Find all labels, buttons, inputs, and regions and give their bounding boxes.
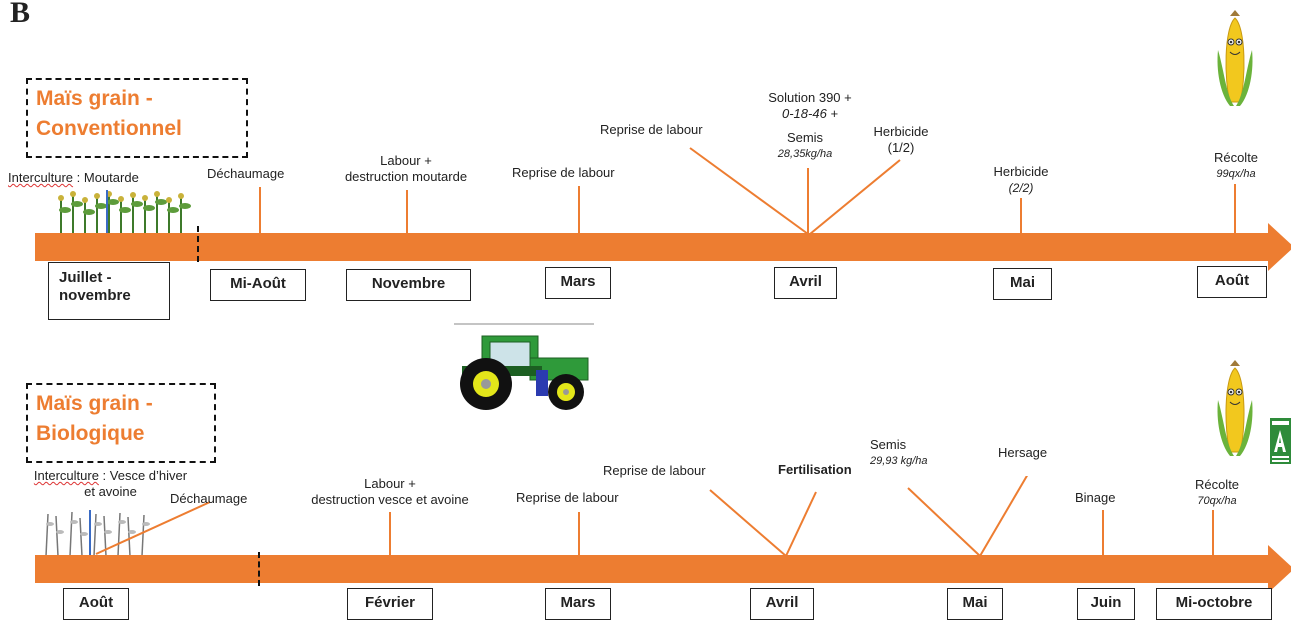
panel-letter: B (10, 0, 31, 29)
tick-binage (1102, 510, 1104, 555)
month-mars: Mars (545, 267, 611, 299)
event-herbicide-2: Herbicide (2/2) (986, 164, 1056, 196)
event-fertilisation: Fertilisation (778, 462, 852, 477)
event-labour: Labour + destruction vesce et avoine (300, 476, 480, 508)
event-solution-line1: Solution 390 + (768, 90, 852, 105)
event-recolte-label: Récolte (1194, 477, 1240, 492)
event-herbicide-1-part: (1/2) (887, 140, 915, 155)
tick-recolte (1234, 184, 1236, 234)
month-mai: Mai (993, 268, 1052, 300)
event-recolte-yield: 70qx/ha (1197, 495, 1237, 507)
organic-title-line1: Maïs grain - (36, 392, 153, 415)
tick-recolte (1212, 510, 1214, 555)
event-labour-line1: Labour + (380, 153, 432, 168)
event-recolte: Récolte 70qx/ha (1190, 477, 1244, 509)
event-recolte-yield: 99qx/ha (1216, 168, 1256, 180)
organic-arrow-bar (35, 555, 1275, 583)
conventional-intercrop-label: Interculture : Moutarde (8, 170, 139, 186)
conventional-arrow-bar (35, 233, 1275, 261)
event-semis: Semis 29,93 kg/ha (870, 437, 960, 469)
month-mi-octobre: Mi-octobre (1156, 588, 1272, 620)
month-novembre-label: novembre (59, 287, 131, 304)
event-semis-label: Semis (870, 437, 907, 452)
month-mars: Mars (545, 588, 611, 620)
event-dechaumage: Déchaumage (170, 491, 248, 506)
month-avril: Avril (774, 267, 837, 299)
tick-dechaumage (259, 187, 261, 234)
month-mai: Mai (947, 588, 1003, 620)
event-semis: Semis 28,35kg/ha (750, 130, 860, 162)
month-fevrier: Février (347, 588, 433, 620)
event-reprise-1: Reprise de labour (512, 165, 615, 180)
event-recolte-label: Récolte (1213, 150, 1259, 165)
event-herbicide-1: Herbicide (1/2) (866, 124, 936, 156)
event-reprise-2: Reprise de labour (600, 122, 703, 137)
month-aout: Août (63, 588, 129, 620)
month-juillet-label: Juillet - (59, 269, 112, 286)
event-labour-line1: Labour + (364, 476, 416, 491)
tick-semis (807, 168, 809, 234)
organic-arrow-head (1268, 545, 1291, 593)
organic-title-box: Maïs grain - Biologique (26, 383, 216, 463)
event-herbicide-1-label: Herbicide (873, 124, 929, 139)
tick-labour (406, 190, 408, 234)
event-herbicide-2-part: (2/2) (1008, 181, 1034, 195)
organic-intercrop-line2: et avoine (84, 484, 137, 499)
corn-mascot-icon (1217, 10, 1253, 106)
month-aout: Août (1197, 266, 1267, 298)
month-juin: Juin (1077, 588, 1135, 620)
event-labour: Labour + destruction moutarde (336, 153, 476, 185)
tick-reprise-1 (578, 186, 580, 234)
mustard-field-icon (58, 190, 191, 234)
organic-intercrop-label: Interculture : Vesce d’hiver et avoine (8, 468, 213, 500)
event-recolte: Récolte 99qx/ha (1206, 150, 1266, 182)
conventional-intercrop-separator (197, 226, 199, 262)
organic-intercrop-separator (258, 552, 260, 586)
month-juillet-novembre: Juillet - novembre (48, 262, 170, 320)
event-reprise-1: Reprise de labour (516, 490, 619, 505)
tick-labour (389, 512, 391, 555)
conventional-title-box: Maïs grain - Conventionnel (26, 78, 248, 158)
organic-intercrop-rest: : Vesce d’hiver (98, 468, 188, 483)
conventional-intercrop-rest: : Moutarde (73, 170, 139, 185)
event-semis-dose: 29,93 kg/ha (870, 455, 928, 467)
organic-title-line2: Biologique (36, 422, 145, 445)
month-mi-aout: Mi-Août (210, 269, 306, 301)
event-dechaumage: Déchaumage (207, 166, 285, 181)
conventional-title-line1: Maïs grain - (36, 87, 153, 110)
event-solution-line2: 0-18-46 + (781, 106, 838, 121)
organic-intercrop-prefix: Interculture (33, 468, 99, 483)
diagonal-ticks (95, 476, 1028, 557)
tick-herbicide-2 (1020, 198, 1022, 234)
event-labour-line2: destruction moutarde (344, 169, 468, 184)
tractor-icon (454, 323, 594, 410)
conventional-title-line2: Conventionnel (36, 117, 182, 140)
event-labour-line2: destruction vesce et avoine (311, 492, 469, 507)
conventional-arrow-head (1268, 223, 1291, 271)
diagonal-ticks (689, 147, 901, 235)
tick-reprise-1 (578, 512, 580, 555)
conventional-intercrop-prefix: Interculture (8, 170, 74, 185)
event-binage: Binage (1075, 490, 1116, 505)
month-avril: Avril (750, 588, 814, 620)
corn-mascot-icon (1217, 360, 1253, 456)
organic-ab-logo-icon (1270, 418, 1291, 464)
event-solution: Solution 390 + 0-18-46 + (740, 90, 880, 122)
vetch-field-icon (45, 510, 150, 556)
event-herbicide-2-label: Herbicide (993, 164, 1049, 179)
event-reprise-2: Reprise de labour (603, 463, 706, 478)
event-semis-label: Semis (786, 130, 824, 145)
month-novembre: Novembre (346, 269, 471, 301)
event-semis-dose: 28,35kg/ha (777, 148, 833, 160)
event-hersage: Hersage (998, 445, 1048, 460)
